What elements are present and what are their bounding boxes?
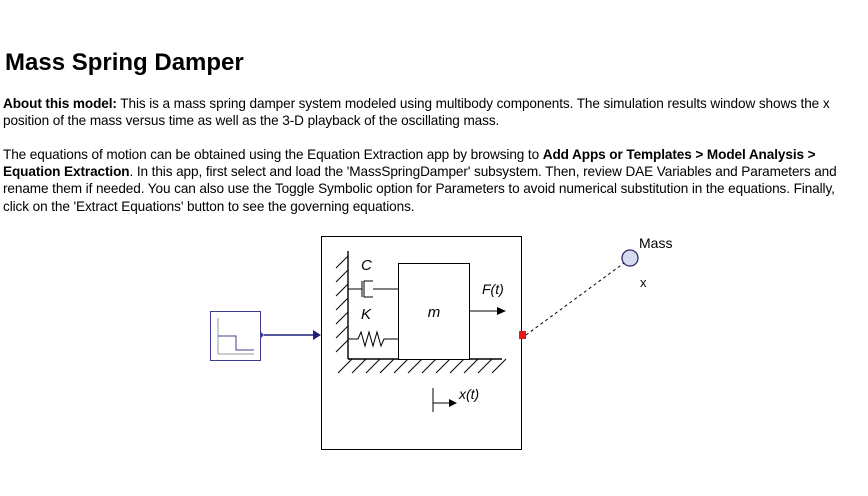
signal-connection[interactable]: [264, 330, 321, 340]
equation-extraction-path: Add Apps or Templates > Model Analysis >…: [3, 147, 816, 180]
about-text: This is a mass spring damper system mode…: [3, 96, 830, 129]
model-diagram: C K m F(t) x(t) Mass x: [210, 235, 672, 450]
force-label: F(t): [482, 281, 504, 297]
damper-label: C: [361, 257, 372, 274]
mass-spring-damper-block[interactable]: C K m F(t) x(t): [321, 236, 522, 450]
force-arrow-icon: [470, 307, 506, 315]
damper-icon: [348, 280, 398, 298]
probe-name: Mass: [639, 235, 672, 251]
equations-text-after: . In this app, first select and load the…: [3, 164, 837, 214]
equations-text-before: The equations of motion can be obtained …: [3, 147, 543, 162]
probe-output-label: x: [640, 275, 647, 290]
equations-paragraph: The equations of motion can be obtained …: [3, 146, 858, 215]
displacement-label: x(t): [458, 386, 479, 402]
spring-label: K: [361, 306, 372, 323]
step-source-block[interactable]: [210, 311, 265, 361]
mass-box: [398, 263, 470, 360]
output-port[interactable]: [519, 331, 526, 339]
page-title: Mass Spring Damper: [5, 49, 244, 76]
displacement-arrow-icon: [432, 388, 457, 412]
probe-connection[interactable]: [525, 262, 625, 336]
spring-icon: [348, 330, 398, 348]
wall-icon: [335, 251, 349, 359]
about-paragraph: About this model: This is a mass spring …: [3, 95, 858, 129]
mass-probe-icon[interactable]: [621, 249, 639, 267]
about-label: About this model:: [3, 96, 117, 111]
mass-label: m: [428, 304, 441, 321]
